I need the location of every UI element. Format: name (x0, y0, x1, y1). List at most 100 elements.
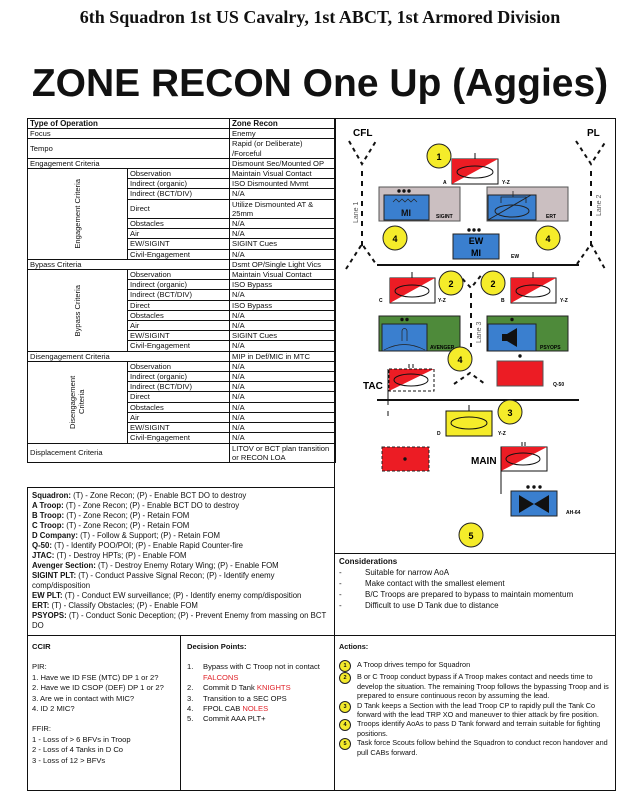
criteria-item: Indirect (BCT/DIV) (126, 381, 231, 393)
rotary-wing-icon (519, 495, 549, 513)
criteria-value: SIGINT Cues (229, 330, 337, 342)
task-text: (T) - Destroy HPTs; (P) - Enable FOM (54, 551, 187, 560)
task-unit: Q-50: (32, 541, 52, 550)
criteria-item: Observation (126, 360, 231, 373)
step-2-marker (438, 270, 464, 296)
decision-codeword: FALCONS (203, 672, 239, 682)
criteria-value: N/A (229, 391, 337, 403)
task-text: (T) - Zone Recon; (P) - Enable BCT DO to… (63, 501, 240, 510)
pl-top-v (575, 140, 607, 166)
decision-codeword: NOLES (242, 704, 269, 714)
consideration-item: -Make contact with the smallest element (339, 578, 611, 589)
bullet: - (339, 568, 342, 577)
disengagement-label: Disengagement Criteria (26, 350, 231, 362)
pl-bottom-v (576, 242, 606, 270)
criteria-item: EW/SIGINT (126, 238, 231, 250)
header-zone-recon: Zone Recon (229, 117, 337, 130)
criteria-value: Maintain Visual Contact (229, 269, 337, 281)
bypass-group-label: Bypass Criteria (27, 269, 128, 352)
decision-label: Bypass with C Troop not in contact (203, 662, 320, 672)
task-unit: JTAC: (32, 551, 55, 560)
criteria-value: N/A (229, 401, 337, 413)
task-item: A Troop: (T) - Zone Recon; (P) - Enable … (32, 501, 330, 511)
step-3-marker (497, 399, 523, 425)
a-troop-label: A (443, 180, 447, 186)
b-troop-label: B (501, 298, 505, 304)
step-4-text: 4 (457, 355, 462, 365)
criteria-item: Civil-Engagement (126, 432, 231, 444)
criteria-item: Obstacles (126, 218, 231, 230)
task-unit: SIGINT PLT: (32, 571, 77, 580)
pir-item: 1. Have we ID FSE (MTC) DP 1 or 2? (32, 672, 159, 682)
decision-points-panel: Decision Points: 1.Bypass with C Troop n… (180, 635, 335, 791)
a-troop-symbol (451, 153, 499, 185)
header-type-of-operation: Type of Operation (26, 117, 231, 130)
ew-label: EW (511, 254, 519, 260)
consideration-text: Suitable for narrow AoA (365, 568, 450, 577)
criteria-value: N/A (229, 248, 337, 260)
lane-1-label: Lane 1 (353, 201, 360, 223)
decision-text: Commit AAA PLT+ (203, 714, 266, 724)
step-4-text: 4 (392, 234, 397, 244)
criteria-value: N/A (229, 340, 337, 352)
decision-points-title: Decision Points: (187, 642, 247, 651)
criteria-value: N/A (229, 371, 337, 383)
decision-number: 3. (187, 693, 194, 703)
ew-symbol-text: EW (469, 236, 484, 246)
step-badge-icon: 1 (339, 660, 351, 673)
criteria-value: ISO Dismounted Mvmt (229, 178, 337, 190)
sigint-mi-label: MI (401, 208, 411, 218)
task-text: (T) - Classify Obstacles; (P) - Enable F… (49, 601, 198, 610)
ah64-symbol (510, 490, 558, 517)
consideration-text: Make contact with the smallest element (365, 579, 505, 588)
displacement-value: LITOV or BCT plan transition or RECON LO… (229, 442, 337, 463)
tac-cp-symbol (387, 364, 435, 416)
criteria-item: Indirect (BCT/DIV) (126, 188, 231, 200)
task-unit: Squadron: (32, 491, 71, 500)
tac-label: TAC (363, 381, 383, 392)
decision-number: 2. (187, 683, 194, 693)
criteria-value: N/A (229, 381, 337, 393)
d-company-symbol (445, 405, 493, 437)
step-4-marker (382, 225, 408, 251)
criteria-item: Indirect (organic) (126, 178, 231, 190)
ffir-item: 1 - Loss of > 6 BFVs in Troop (32, 734, 131, 744)
decision-label: FPOL CAB (203, 704, 243, 714)
task-unit: ERT: (32, 601, 50, 610)
ew-mi-text: MI (471, 248, 481, 258)
pir-label: PIR: (32, 662, 47, 672)
task-item: JTAC: (T) - Destroy HPTs; (P) - Enable F… (32, 551, 330, 561)
avenger-symbol (381, 323, 428, 352)
pir-item: 2. Have we ID CSOP (DEF) DP 1 or 2? (32, 683, 164, 693)
criteria-item: Indirect (BCT/DIV) (126, 289, 231, 301)
task-unit: Avenger Section: (32, 561, 96, 570)
platoon-dots (397, 189, 411, 193)
task-unit: C Troop: (32, 521, 65, 530)
psyops-label: PSYOPS (540, 345, 561, 351)
step-1-marker (426, 143, 452, 169)
criteria-value: N/A (229, 218, 337, 230)
criteria-value: N/A (229, 320, 337, 332)
lane-2-label: Lane 2 (596, 194, 603, 216)
step-3-text: 3 (507, 408, 512, 418)
pl-label: PL (587, 128, 600, 139)
pir-item: 3. Are we in contact with MIC? (32, 693, 135, 703)
action-text: Task force Scouts follow behind the Squa… (357, 738, 608, 757)
group-label: Disengagement Criteria (68, 375, 87, 429)
step-2-text: 2 (490, 279, 495, 289)
bullet: - (339, 601, 342, 610)
step-2-text: 2 (448, 279, 453, 289)
task-text: (T) - Conduct Passive Signal Recon; (P) … (32, 571, 275, 590)
task-text: (T) - Follow & Support; (P) - Retain FOM (77, 531, 221, 540)
task-unit: D Company: (32, 531, 78, 540)
loudspeaker-icon (502, 328, 517, 347)
criteria-item: Obstacles (126, 309, 231, 322)
task-text: (T) - Conduct EW surveillance; (P) - Ide… (62, 591, 302, 600)
action-text: B or C Troop conduct bypass if A Troop m… (357, 672, 609, 701)
ccir-panel: CCIR PIR: 1. Have we ID FSE (MTC) DP 1 o… (27, 635, 181, 791)
criteria-value: N/A (229, 228, 337, 240)
displacement-label: Displacement Criteria (26, 442, 231, 463)
